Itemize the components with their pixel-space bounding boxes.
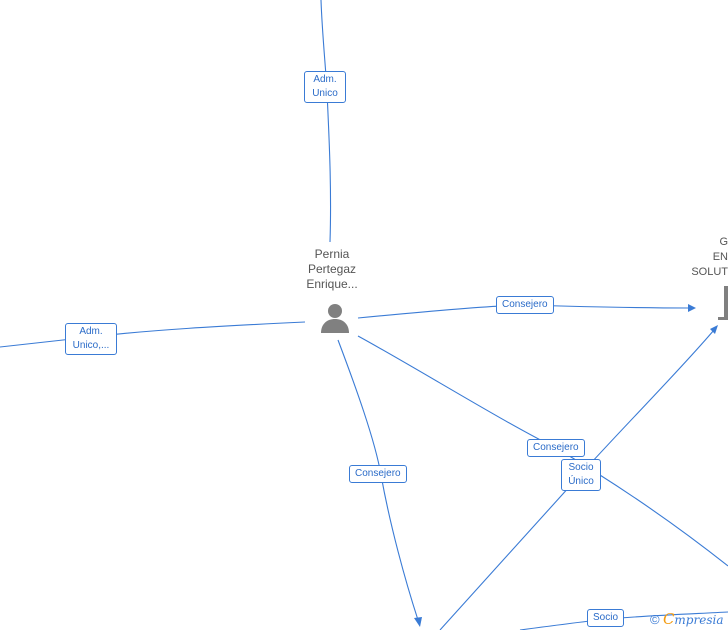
- arrow-bottom: [414, 617, 422, 627]
- edge-label-socio-unico[interactable]: Socio Único: [561, 459, 601, 491]
- building-icon[interactable]: [718, 286, 728, 322]
- brand-logo-initial: C: [662, 610, 675, 628]
- center-person-name-line2: Pertegaz: [307, 262, 357, 276]
- center-person-name-line1: Pernia: [314, 247, 350, 261]
- right-company-name[interactable]: G EN SOLUT: [680, 235, 728, 280]
- brand-logo-rest: mpresia: [674, 613, 724, 627]
- edge-top: [320, 0, 332, 243]
- edge-label-right-company[interactable]: Consejero: [496, 296, 554, 314]
- copyright-symbol: ©: [650, 612, 660, 627]
- edge-label-bottom-right[interactable]: Consejero: [527, 439, 585, 457]
- right-company-name-line2: EN: [712, 251, 728, 263]
- person-icon[interactable]: [319, 302, 351, 334]
- edge-label-bottom[interactable]: Consejero: [349, 465, 407, 483]
- center-person-name[interactable]: Pernia Pertegaz Enrique...: [292, 247, 372, 292]
- center-person-name-line3: Enrique...: [306, 277, 358, 291]
- arrow-right-company: [688, 304, 696, 312]
- edge-label-top[interactable]: Adm. Unico: [304, 71, 346, 103]
- footer-brand: © Cmpresia: [650, 610, 723, 628]
- right-company-name-line1: G: [719, 236, 728, 248]
- edge-label-left[interactable]: Adm. Unico,...: [65, 323, 117, 355]
- edge-left: [0, 321, 306, 348]
- right-company-name-line3: SOLUT: [691, 266, 728, 278]
- edge-label-socio-bottom[interactable]: Socio: [587, 609, 625, 627]
- arrow-socio-unico: [710, 325, 718, 334]
